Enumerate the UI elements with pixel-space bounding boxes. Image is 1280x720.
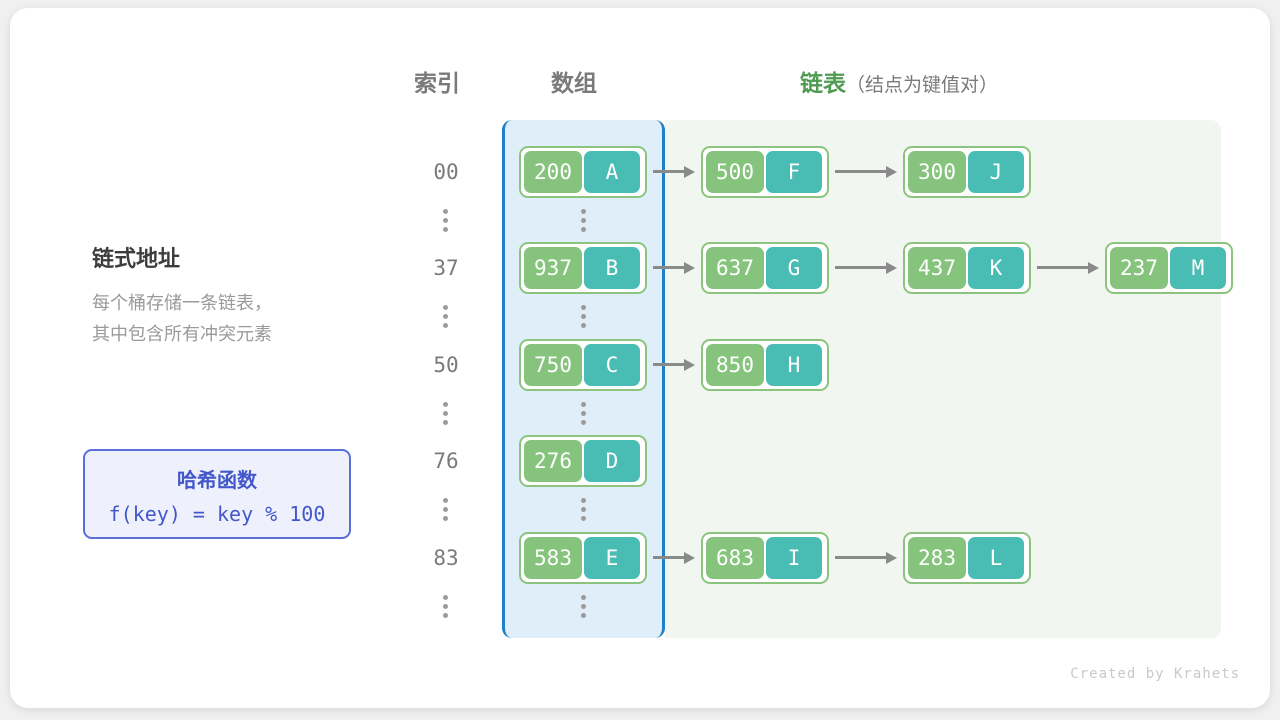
- index-ellipsis: [443, 498, 449, 525]
- bucket-index-label: 76: [433, 449, 459, 473]
- node-value: C: [584, 344, 640, 386]
- linkedlist-pointer-arrow: [653, 166, 695, 178]
- diagram-card: 索引 数组 链表（结点为键值对） 链式地址 每个桶存储一条链表， 其中包含所有冲…: [10, 8, 1270, 708]
- column-header-linkedlist: 链表（结点为键值对）: [800, 64, 998, 98]
- array-ellipsis: [581, 305, 587, 332]
- arrow-head-icon: [684, 359, 695, 371]
- description-body: 每个桶存储一条链表， 其中包含所有冲突元素: [92, 288, 272, 350]
- arrow-shaft: [835, 266, 887, 269]
- column-header-array: 数组: [551, 70, 597, 96]
- arrow-shaft: [1037, 266, 1089, 269]
- arrow-shaft: [653, 556, 685, 559]
- index-ellipsis: [443, 402, 449, 429]
- node-key: 300: [908, 151, 966, 193]
- bucket-index-label: 37: [433, 256, 459, 280]
- hash-function-title: 哈希函数: [177, 470, 257, 492]
- footer-credit: Created by Krahets: [1070, 666, 1240, 682]
- description-line-2: 其中包含所有冲突元素: [92, 324, 272, 344]
- linkedlist-pointer-arrow: [653, 552, 695, 564]
- array-ellipsis: [581, 595, 587, 622]
- index-ellipsis: [443, 209, 449, 236]
- bucket-index-label: 83: [433, 546, 459, 570]
- node-key: 283: [908, 537, 966, 579]
- linkedlist-pointer-arrow: [1037, 262, 1099, 274]
- node-value: F: [766, 151, 822, 193]
- array-ellipsis: [581, 402, 587, 429]
- arrow-head-icon: [886, 552, 897, 564]
- node-key: 937: [524, 247, 582, 289]
- bucket-index-label: 00: [433, 160, 459, 184]
- node-key: 583: [524, 537, 582, 579]
- column-header-linkedlist-sub: （结点为键值对）: [846, 75, 999, 96]
- hash-function-box: 哈希函数 f(key) = key % 100: [83, 449, 351, 539]
- arrow-head-icon: [684, 552, 695, 564]
- node-key: 683: [706, 537, 764, 579]
- linkedlist-pointer-arrow: [653, 359, 695, 371]
- arrow-head-icon: [684, 166, 695, 178]
- index-ellipsis: [443, 595, 449, 622]
- column-header-linkedlist-main: 链表: [800, 70, 846, 96]
- arrow-head-icon: [886, 262, 897, 274]
- array-ellipsis: [581, 498, 587, 525]
- node-value: B: [584, 247, 640, 289]
- node-value: J: [968, 151, 1024, 193]
- arrow-head-icon: [684, 262, 695, 274]
- node-value: K: [968, 247, 1024, 289]
- arrow-shaft: [835, 170, 887, 173]
- arrow-head-icon: [886, 166, 897, 178]
- node-value: I: [766, 537, 822, 579]
- node-key: 200: [524, 151, 582, 193]
- arrow-shaft: [653, 363, 685, 366]
- node-key: 276: [524, 440, 582, 482]
- linkedlist-pointer-arrow: [835, 262, 897, 274]
- node-value: E: [584, 537, 640, 579]
- description-title: 链式地址: [92, 246, 181, 271]
- node-value: A: [584, 151, 640, 193]
- description-line-1: 每个桶存储一条链表，: [92, 293, 272, 313]
- node-value: G: [766, 247, 822, 289]
- node-value: M: [1170, 247, 1226, 289]
- node-value: H: [766, 344, 822, 386]
- bucket-index-label: 50: [433, 353, 459, 377]
- node-value: D: [584, 440, 640, 482]
- arrow-shaft: [653, 266, 685, 269]
- arrow-head-icon: [1088, 262, 1099, 274]
- node-key: 500: [706, 151, 764, 193]
- arrow-shaft: [835, 556, 887, 559]
- hash-function-formula: f(key) = key % 100: [108, 502, 326, 526]
- node-value: L: [968, 537, 1024, 579]
- node-key: 750: [524, 344, 582, 386]
- node-key: 237: [1110, 247, 1168, 289]
- column-header-index: 索引: [414, 70, 460, 96]
- array-ellipsis: [581, 209, 587, 236]
- node-key: 437: [908, 247, 966, 289]
- arrow-shaft: [653, 170, 685, 173]
- node-key: 637: [706, 247, 764, 289]
- linkedlist-pointer-arrow: [835, 552, 897, 564]
- node-key: 850: [706, 344, 764, 386]
- linkedlist-pointer-arrow: [835, 166, 897, 178]
- index-ellipsis: [443, 305, 449, 332]
- linkedlist-pointer-arrow: [653, 262, 695, 274]
